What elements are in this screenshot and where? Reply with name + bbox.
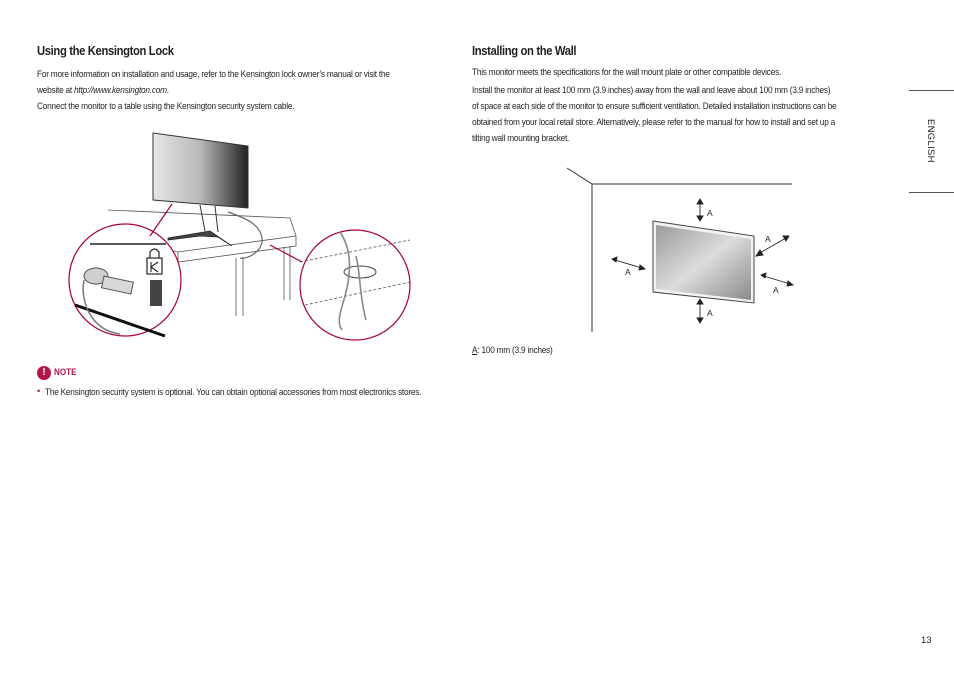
kensington-illustration [68,132,411,341]
kensington-connect-text: Connect the monitor to a table using the… [37,101,295,111]
warning-icon: ! [37,366,51,380]
wall-spec-text: This monitor meets the specifications fo… [472,67,782,77]
cable-drawing [227,211,263,259]
language-tab: ENGLISH [909,90,954,193]
kensington-intro: For more information on installation and… [37,69,390,95]
kensington-intro-line2: website at [37,85,75,95]
monitor-drawing [152,132,249,247]
clearance-label-right: A [773,285,779,295]
note-text: The Kensington security system is option… [45,387,422,397]
wall-corner-drawing [566,167,792,332]
zoom-bubble-lock [68,203,182,338]
wall-caption: A: 100 mm (3.9 inches) [472,345,553,355]
clearance-label-front: A [765,234,771,244]
wall-monitor-drawing [652,220,755,304]
wall-heading: Installing on the Wall [472,44,577,58]
kensington-link[interactable]: http://www.kensington.com [74,85,167,95]
clearance-label-bottom: A [707,308,713,318]
wall-mount-illustration [566,167,795,332]
kensington-heading: Using the Kensington Lock [37,44,174,58]
clearance-arrows [611,198,795,324]
zoom-bubble-table [269,229,411,341]
note-label: NOTE [54,367,77,377]
kensington-intro-line1: For more information on installation and… [37,69,390,79]
note-bullet: • [37,386,41,397]
page-number: 13 [921,635,932,646]
clearance-label-left: A [625,267,631,277]
clearance-label-top: A [707,208,713,218]
language-tab-label: ENGLISH [925,119,936,163]
wall-install-text: Install the monitor at least 100 mm (3.9… [472,85,837,143]
